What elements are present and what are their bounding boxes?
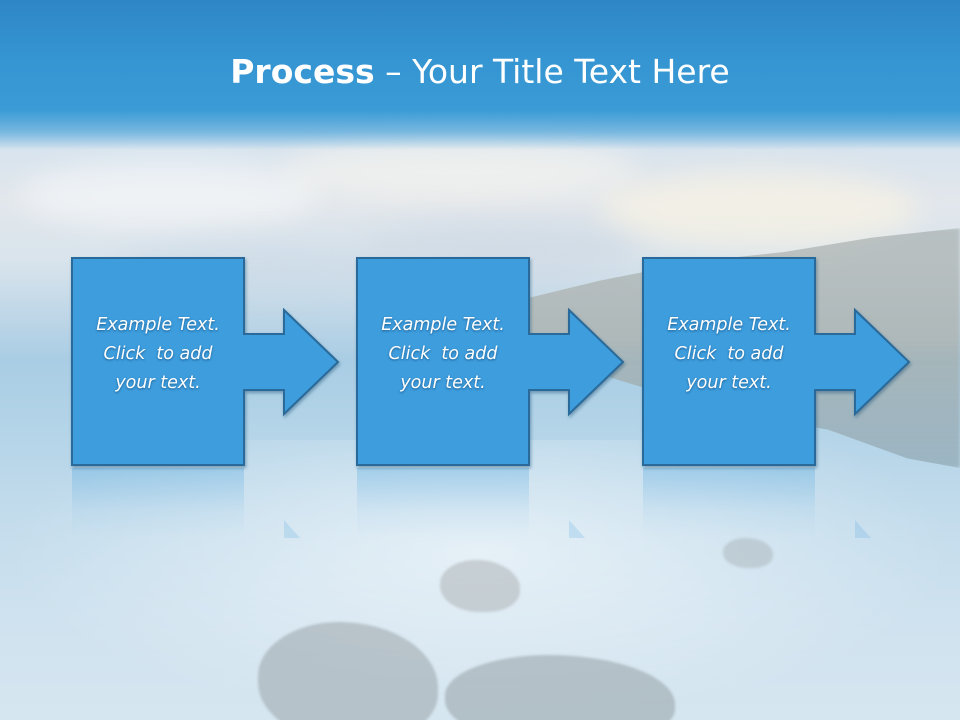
reflection-arrow-2 — [569, 520, 585, 538]
reflection-1 — [72, 468, 244, 538]
step-text-line: Example Text. — [381, 315, 505, 335]
cloud — [600, 170, 920, 250]
step-text-line: your text. — [686, 373, 772, 393]
reflection-arrow-1 — [284, 520, 300, 538]
slide-title[interactable]: Process – Your Title Text Here — [0, 52, 960, 91]
rock — [723, 538, 773, 568]
right-arrow-icon — [71, 257, 340, 466]
right-arrow-icon — [356, 257, 625, 466]
rock — [440, 560, 520, 612]
right-arrow-icon — [642, 257, 911, 466]
cloud — [280, 140, 640, 200]
reflection-3 — [643, 468, 815, 538]
title-emphasis: Process — [230, 52, 375, 91]
step-3-text[interactable]: Example Text. Click to add your text. — [643, 311, 815, 398]
title-text: Your Title Text Here — [412, 52, 730, 91]
shape-reflections — [72, 468, 871, 538]
step-text-line: Example Text. — [96, 315, 220, 335]
cloud — [20, 160, 320, 230]
title-separator: – — [374, 52, 413, 91]
process-step-1[interactable] — [71, 257, 340, 466]
step-2-text[interactable]: Example Text. Click to add your text. — [357, 311, 529, 398]
process-step-3[interactable] — [642, 257, 911, 466]
step-text-line: your text. — [400, 373, 486, 393]
process-step-2[interactable] — [356, 257, 625, 466]
step-text-line: your text. — [115, 373, 201, 393]
step-text-line: Click to add — [103, 344, 213, 364]
step-text-line: Click to add — [388, 344, 498, 364]
step-text-line: Example Text. — [667, 315, 791, 335]
reflection-2 — [357, 468, 529, 538]
step-text-line: Click to add — [674, 344, 784, 364]
step-1-text[interactable]: Example Text. Click to add your text. — [72, 311, 244, 398]
title-bar: Process – Your Title Text Here — [0, 0, 960, 150]
reflection-arrow-3 — [855, 520, 871, 538]
